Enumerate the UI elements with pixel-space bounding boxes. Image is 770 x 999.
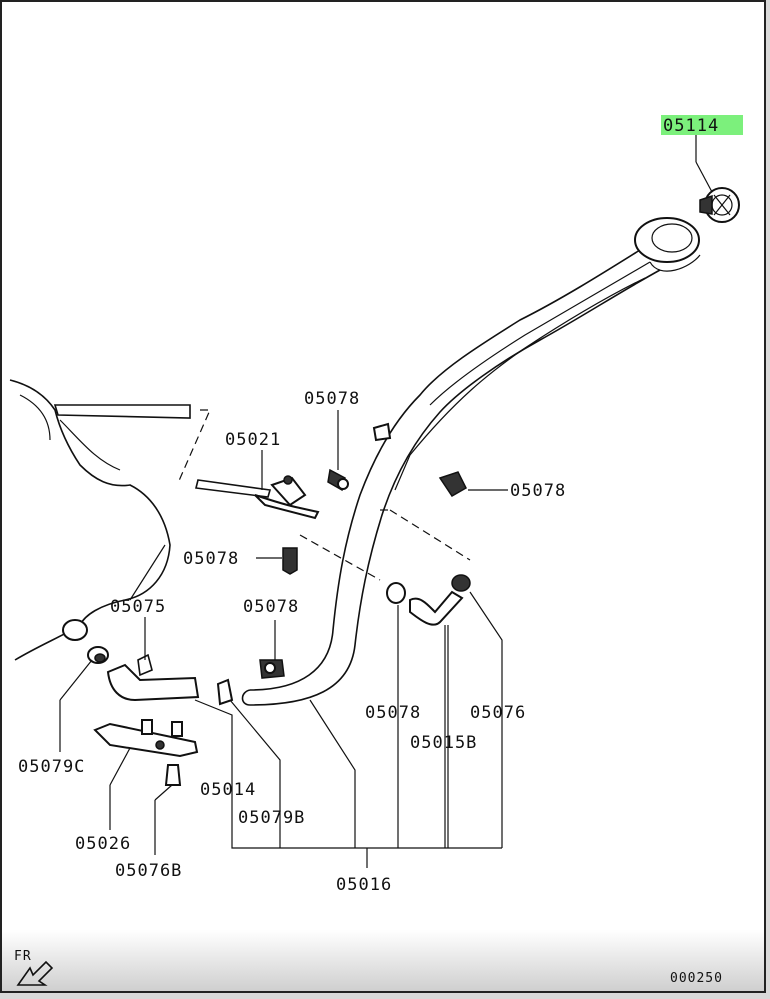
label-cap[interactable]: 05114 <box>663 116 719 136</box>
label-hose-b[interactable]: 05015B <box>410 733 477 753</box>
label-clip-mid[interactable]: 05078 <box>243 597 299 617</box>
front-arrow-icon <box>16 960 54 986</box>
bracket-assembly <box>195 475 320 520</box>
filler-mouth <box>634 217 700 263</box>
part-highlight <box>661 115 743 135</box>
joint-icon <box>93 719 199 758</box>
clip-b-icon <box>164 764 182 786</box>
label-grommet-b[interactable]: 05079B <box>238 808 305 828</box>
label-bracket[interactable]: 05021 <box>225 430 281 450</box>
label-clamp-right[interactable]: 05076 <box>470 703 526 723</box>
leader-lines <box>59 135 713 868</box>
left-hose <box>106 653 234 706</box>
label-clip-right[interactable]: 05078 <box>510 481 566 501</box>
label-filler-neck[interactable]: 05016 <box>336 875 392 895</box>
clip-icon-upper <box>327 468 349 492</box>
clip-icon-right <box>438 471 467 497</box>
filler-neck-tube <box>241 217 701 706</box>
label-grommet-c[interactable]: 05079C <box>18 757 85 777</box>
label-clip-b[interactable]: 05076B <box>115 861 182 881</box>
tank-grommet <box>62 619 88 641</box>
clip-icon-mid <box>259 659 285 679</box>
label-hose-left[interactable]: 05075 <box>110 597 166 617</box>
clip-icon-left <box>282 547 298 575</box>
label-vent-clamp[interactable]: 05078 <box>304 389 360 409</box>
direction-label: FR <box>14 949 32 964</box>
fuel-cap-icon <box>699 187 740 223</box>
drawing-code: 000250 <box>670 971 723 986</box>
grommet-icon <box>87 646 109 664</box>
breather-hose <box>386 574 471 626</box>
vent-clip-icon <box>372 422 392 442</box>
label-clamp-mid[interactable]: 05078 <box>365 703 421 723</box>
footer-shade <box>2 930 764 991</box>
label-joint[interactable]: 05026 <box>75 834 131 854</box>
label-clip-left[interactable]: 05078 <box>183 549 239 569</box>
label-clamp-14[interactable]: 05014 <box>200 780 256 800</box>
fuel-tank <box>9 379 191 661</box>
